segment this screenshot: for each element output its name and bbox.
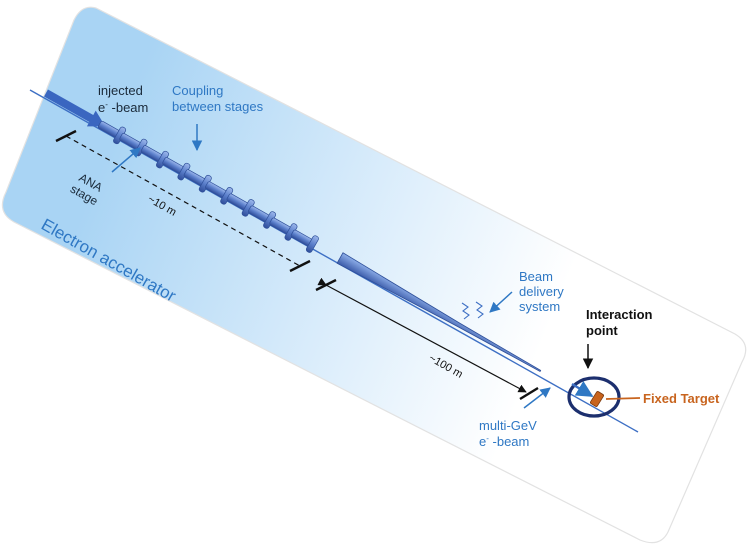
fixed-target-block <box>590 391 604 407</box>
ana-pointer-arrow <box>111 147 141 173</box>
fixed-target-label: Fixed Target <box>643 391 720 406</box>
multigev-pointer-arrow <box>523 387 551 409</box>
accelerator-stage <box>205 181 234 205</box>
interaction-point <box>567 376 641 418</box>
accelerator-stage <box>247 205 277 229</box>
delivery-pointer-arrow <box>489 291 513 313</box>
accelerator-stage <box>183 169 212 193</box>
injection-arrow <box>44 89 106 127</box>
fixed-target-pointer <box>605 397 641 400</box>
accelerator-stage <box>140 145 169 169</box>
ana-stages <box>97 120 319 253</box>
interaction-point-label: Interaction point <box>586 307 656 338</box>
multigev-beam-label: multi-GeV e- -beam <box>479 418 540 449</box>
dimension-10m <box>55 129 311 273</box>
accelerator-stage <box>226 193 255 217</box>
beam-delivery-label: Beam delivery system <box>519 269 567 314</box>
coupling-label: Coupling between stages <box>172 83 264 114</box>
injected-beam-label: injected e- -beam <box>98 83 148 115</box>
pointer-arrows <box>111 124 551 409</box>
dimension-100m <box>315 277 539 401</box>
interaction-ring <box>567 376 621 418</box>
accelerator-stage <box>97 120 127 145</box>
accelerator-stage <box>290 229 319 253</box>
